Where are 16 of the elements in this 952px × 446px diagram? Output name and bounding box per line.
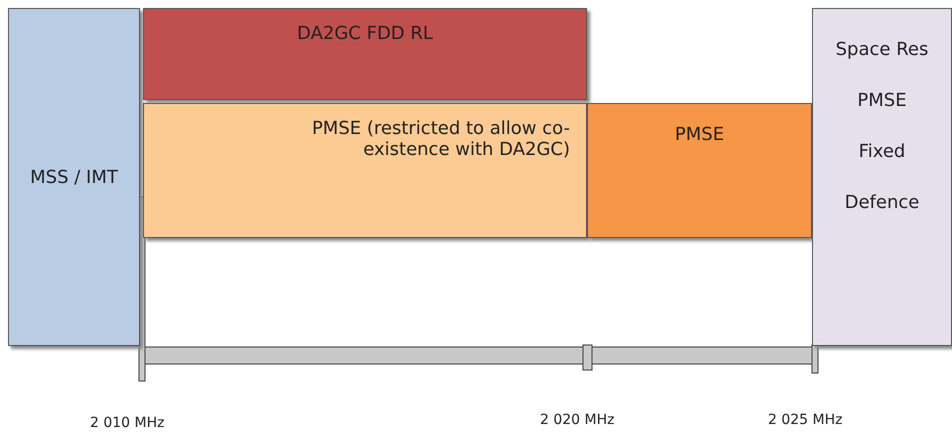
band-block (587, 103, 812, 238)
band-block (8, 8, 140, 346)
band-label: Space Res (836, 39, 928, 60)
band-label: Defence (844, 192, 920, 213)
frequency-label: 2 020 MHz (540, 412, 614, 428)
band-label: DA2GC FDD RL (297, 23, 433, 44)
band-label: MSS / IMT (30, 166, 118, 188)
band-block (812, 8, 952, 346)
frequency-label: 2 010 MHz (90, 415, 164, 431)
band-label: PMSE (674, 124, 724, 145)
band-label: Fixed (858, 141, 906, 162)
band-block (143, 103, 587, 238)
band-label: PMSE (restricted to allow co-existence with DA2GC) (310, 118, 570, 160)
band-block (143, 8, 587, 100)
band-label: PMSE (857, 90, 907, 111)
frequency-label: 2 025 MHz (768, 412, 842, 428)
